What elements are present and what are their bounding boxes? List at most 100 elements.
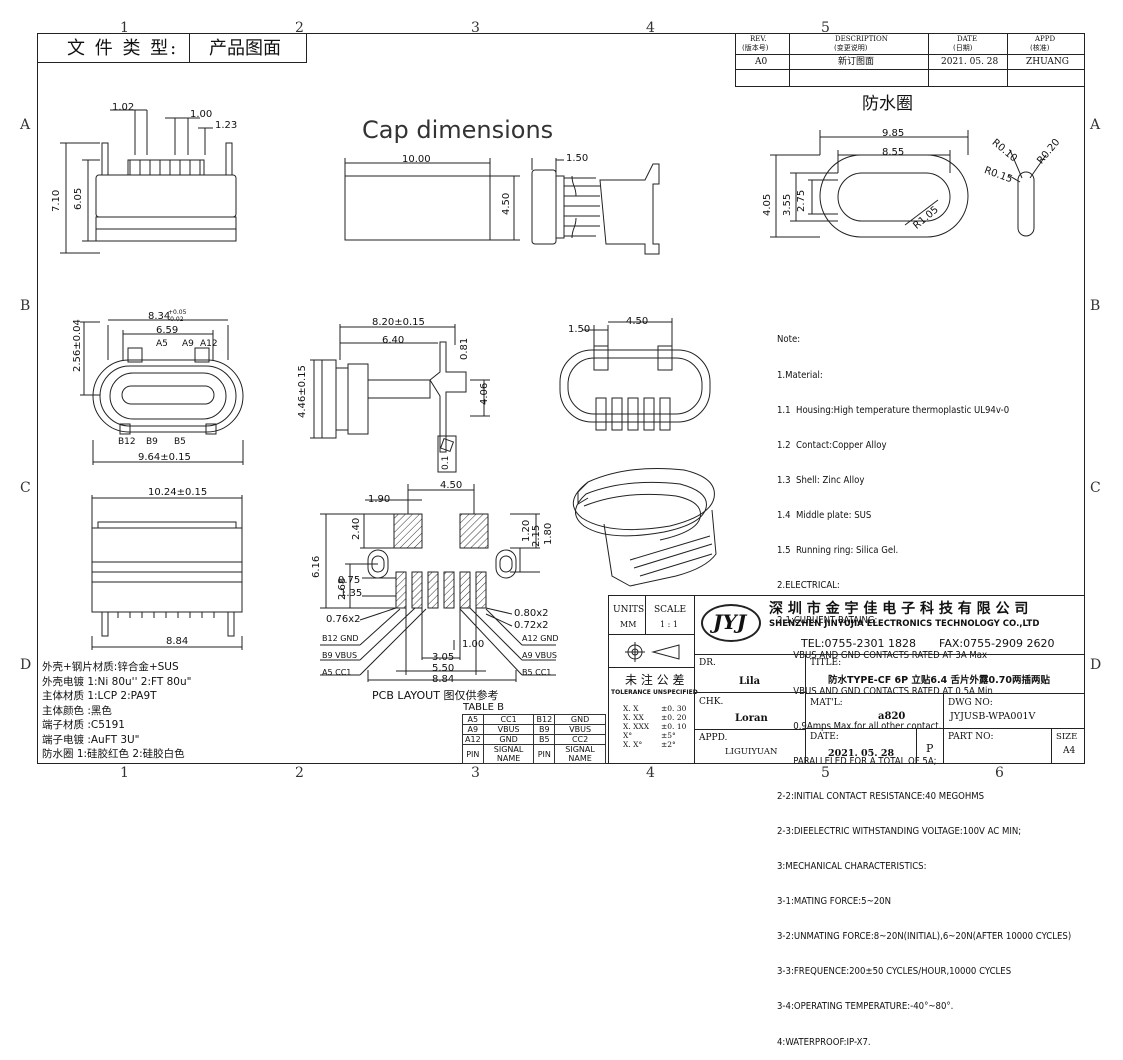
note-line: VBUS AND GND CONTACTS RATED AT 3A Max: [777, 650, 988, 662]
table-cell: SIGNAL NAME: [482, 744, 535, 764]
dim-top-7-10: 7.10: [51, 189, 62, 212]
note-line: 1.5 Running ring: Silica Gel.: [777, 545, 899, 557]
dim-ring-2-75: 2.75: [796, 189, 807, 212]
table-cell: B5: [533, 734, 556, 745]
dim-pcb-1-00: 1.00: [462, 639, 485, 650]
tolerance-value: ±2°: [661, 740, 676, 749]
date-label: DATE:: [810, 732, 839, 742]
dwg-label: DWG NO:: [948, 698, 993, 708]
grid-row-a: A: [20, 117, 31, 133]
material-value: a820: [878, 711, 906, 722]
dim-top-1-00: 1.00: [190, 109, 213, 120]
dim-front-8-34-tol-up: +0.05: [168, 309, 187, 316]
dim-rear-4-50: 4.50: [626, 316, 649, 327]
dim-side-8-20: 8.20±0.15: [372, 317, 425, 328]
table-cell: CC2: [554, 734, 606, 745]
drawing-canvas: [60, 109, 1047, 682]
dim-pcb-1-90: 1.90: [368, 494, 391, 505]
projection-symbol-icon: [625, 642, 680, 662]
company-logo: JYJ: [701, 604, 761, 642]
note-line: 3-4:OPERATING TEMPERATURE:-40°~80°.: [777, 1001, 954, 1013]
note-line: 3-2:UNMATING FORCE:8~20N(INITIAL),6~20N(…: [777, 931, 1072, 943]
ring-title: 防水圈: [862, 94, 913, 114]
date-header: DATE: [957, 35, 978, 43]
dim-pcb-8-84: 8.84: [432, 674, 455, 685]
note-line: 1.Material:: [777, 369, 823, 381]
dim-pcb-2-15: 2.15: [531, 524, 542, 547]
table-cell: CC1: [482, 714, 535, 725]
appd-cell: APPD. LIGUIYUAN: [694, 729, 806, 764]
dim-pcb-3-05: 3.05: [432, 652, 455, 663]
units-label: UNITS: [613, 605, 645, 615]
note-line: 2-1:CURUENT RATAING:: [777, 615, 878, 627]
company-name-en: SHENZHEN JINYUJIA ELECTRONICS TECHNOLOGY…: [769, 619, 1040, 629]
table-row: PIN SIGNAL NAME PIN SIGNAL NAME: [462, 744, 606, 764]
tolerance-table: X. X±0. 30 X. XX±0. 20 X. XXX±0. 10 X°±5…: [623, 704, 686, 749]
dim-side-4-46: 4.46±0.15: [297, 365, 308, 418]
materials-line: 主体颜色 :黑色: [42, 704, 112, 717]
pcb-layout: [320, 484, 556, 682]
appd-header-cn: (核准): [1030, 44, 1050, 52]
dim-bottom-10-24: 10.24±0.15: [148, 487, 208, 498]
dim-pcb-1-35: 1.35: [340, 588, 363, 599]
table-cell: VBUS: [554, 724, 606, 735]
table-cell: SIGNAL NAME: [554, 744, 606, 764]
dim-front-6-59: 6.59: [156, 325, 179, 336]
chk-label: CHK.: [699, 697, 724, 707]
dim-front-2-56: 2.56±0.04: [72, 319, 83, 372]
chk-value: Loran: [735, 713, 768, 724]
rev-value: A0: [755, 57, 768, 67]
desc-value: 新订图面: [838, 57, 875, 67]
grid-col-3-bottom: 3: [471, 765, 480, 781]
tolerance-key: X°: [623, 731, 633, 740]
dim-rear-1-50: 1.50: [568, 324, 591, 335]
note-line: 4:WATERPROOF:IP-X7.: [777, 1036, 871, 1048]
material-cell: MAT'L: a820: [805, 693, 944, 729]
pin-label-b9: B9: [146, 437, 158, 447]
date-header-cn: (日期): [953, 44, 973, 52]
drawing-frame: [37, 33, 1085, 764]
dim-front-8-34-tol-dn: -0.02: [168, 316, 184, 323]
table-cell: A9: [462, 724, 484, 735]
note-line: 1.4 Middle plate: SUS: [777, 509, 872, 521]
appd-empty-cell: [1007, 69, 1085, 87]
bottom-view: [91, 495, 243, 650]
table-row: A12 GND B5 CC2: [462, 734, 606, 745]
scale-label: SCALE: [654, 605, 687, 615]
dim-pcb-0-76: 0.76x2: [326, 614, 361, 625]
p-label: P: [926, 742, 934, 755]
tolerance-key: X. X°: [623, 740, 643, 749]
grid-col-5-bottom: 5: [821, 765, 830, 781]
dim-pcb-6-16: 6.16: [311, 555, 322, 578]
chk-cell: CHK. Loran: [694, 692, 806, 730]
pin-label-b5: B5: [174, 437, 186, 447]
scale-cell: SCALE 1 : 1: [645, 595, 695, 635]
materials-line: 防水圈 1:硅胶红色 2:硅胶白色: [42, 748, 185, 760]
size-label: SIZE: [1056, 732, 1078, 742]
doc-type-divider: [189, 33, 190, 62]
size-cell: SIZE A4: [1051, 728, 1085, 764]
table-cell: VBUS: [482, 724, 535, 735]
pcb-pin-a5: A5 CC1: [322, 668, 352, 677]
tolerance-row: X. X° ±2°: [623, 740, 686, 749]
tolerance-value: ±0. 30: [661, 704, 687, 713]
appd-label: APPD.: [699, 733, 728, 743]
company-name-cn: 深 圳 市 金 宇 佳 电 子 科 技 有 限 公 司: [769, 601, 1029, 617]
doc-type-box: 文 件 类 型: 产品图面: [37, 33, 307, 63]
company-tel: TEL:0755-2301 1828: [801, 637, 916, 650]
dim-pcb-0-80: 0.80x2: [514, 608, 549, 619]
materials-line: 端子电镀 :AuFT 3U": [42, 733, 140, 746]
grid-col-2-bottom: 2: [295, 765, 304, 781]
rev-header-cn: (版本号): [742, 44, 769, 52]
dim-pcb-0-72: 0.72x2: [514, 620, 549, 631]
desc-header: DESCRIPTION: [835, 35, 888, 43]
company-fax: FAX:0755-2909 2620: [939, 637, 1055, 650]
desc-header-cn: (变更说明): [834, 44, 868, 52]
table-cell: GND: [554, 714, 606, 725]
cap-view: [344, 158, 660, 255]
tolerance-value: ±0. 10: [661, 722, 687, 731]
table-row: A9 VBUS B9 VBUS: [462, 724, 606, 735]
tolerance-key: X. XX: [623, 713, 644, 722]
ring-views: [770, 130, 1047, 238]
dim-top-1-02: 1.02: [112, 102, 135, 113]
